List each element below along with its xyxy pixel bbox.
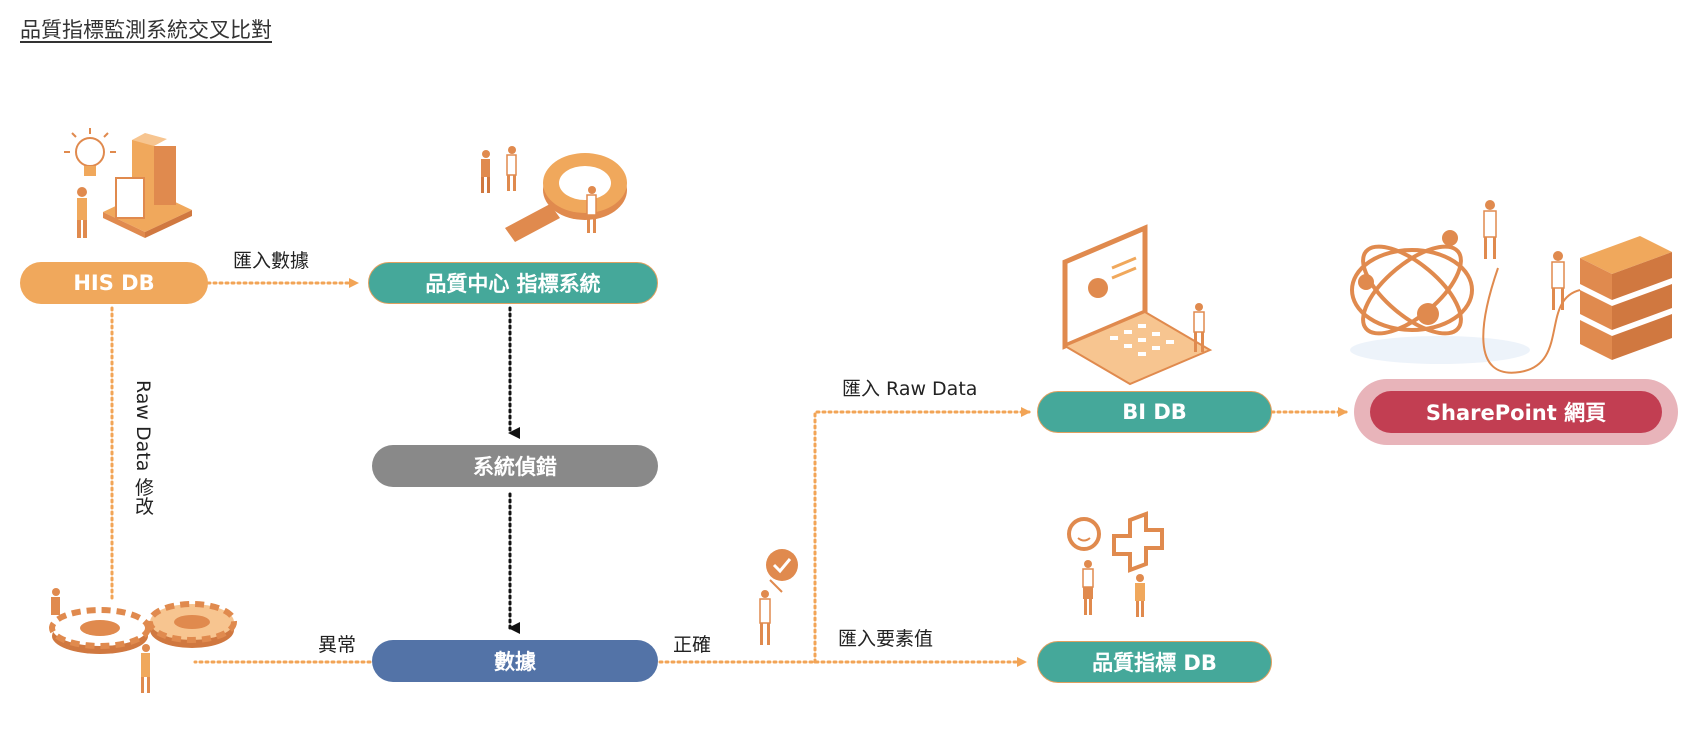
edge-to-bi-db [813,407,1031,664]
gears-illustration-icon [49,588,237,693]
import-data-label: 匯入數據 [233,250,310,272]
his-db-node[interactable]: HIS DB [20,262,208,304]
globe-server-illustration-icon [1350,200,1672,374]
quality-db-node[interactable]: 品質指標 DB [1037,641,1272,683]
sharepoint-node[interactable]: SharePoint 網頁 [1370,391,1662,433]
correct-label: 正確 [673,634,712,656]
abnormal-label: 異常 [318,634,357,656]
data-node[interactable]: 數據 [372,640,658,682]
page-title: 品質指標監測系統交叉比對 [20,18,272,42]
check-person-illustration-icon [759,549,798,645]
quality-center-node[interactable]: 品質中心 指標系統 [368,262,658,304]
import-raw-label: 匯入 Raw Data [842,378,978,400]
his-db-illustration-icon [64,128,192,238]
magnifier-illustration-icon [481,146,627,242]
error-check-node[interactable]: 系統偵錯 [372,445,658,487]
health-illustration-icon [1067,511,1164,617]
raw-data-fix-label: Raw Data 修改 [132,380,154,516]
bi-db-node[interactable]: BI DB [1037,391,1272,433]
import-element-label: 匯入要素值 [838,628,934,650]
laptop-illustration-icon [1062,224,1213,386]
